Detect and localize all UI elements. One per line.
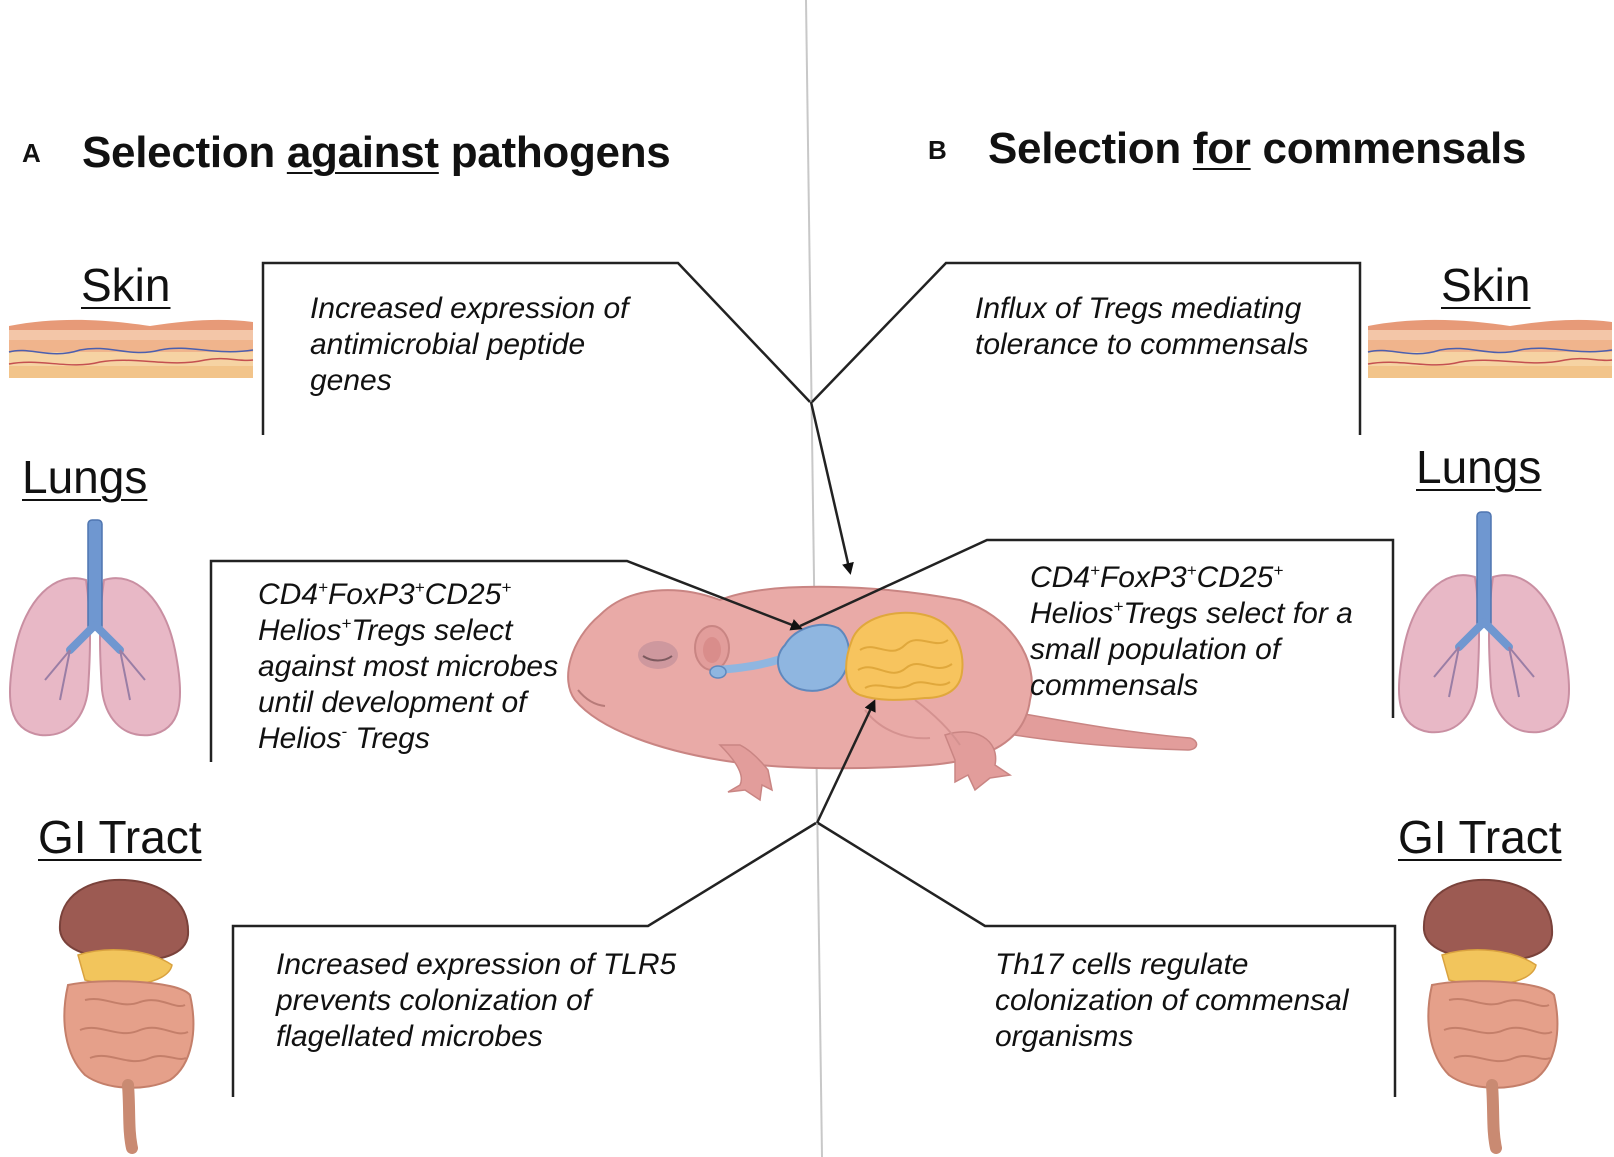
note-superscript: + [318,578,328,597]
skin-illustration-a [8,319,254,378]
panel-a-gi-note: Increased expression of TLR5 prevents co… [276,948,677,1053]
skin-illustration-b [1367,319,1613,378]
stomach-illustration [709,623,851,692]
panel-b-lungs-note: CD4+FoxP3+CD25+ Helios+Tregs select for … [1030,560,1395,704]
note-text: Tregs select against most microbes until… [258,614,559,755]
connector-b-skin [811,261,1362,435]
intestine-illustration [845,611,964,701]
center-divider [805,0,823,1157]
panel-b-gi-label: GI Tract [1398,811,1562,863]
panel-a-gi-label: GI Tract [38,811,202,863]
panel-a-letter: A [22,138,41,168]
gi-tract-illustration-a [58,878,195,1154]
panel-b-letter: B [928,135,947,165]
note-text: CD4 [1030,561,1091,594]
note-superscript: - [341,722,348,741]
panel-a-heading-post: pathogens [438,128,671,177]
note-superscript: + [414,578,425,597]
connector-b-lungs [799,538,1395,718]
note-text: Helios [258,614,342,647]
panel-a-lungs-label: Lungs [22,451,148,503]
panel-b-heading-pre: Selection [988,124,1193,173]
connectors [209,261,1397,1097]
panel-b-skin-note: Influx of Tregs mediating tolerance to c… [975,292,1309,361]
note-text: Tregs select for a small population of c… [1030,597,1353,702]
panel-b-heading-emph: for [1192,124,1251,173]
note-text: FoxP3 [1099,561,1187,594]
panel-b-heading-post: commensals [1250,124,1527,173]
note-superscript: + [1273,561,1284,580]
connector-a-lungs [209,559,803,762]
note-superscript: + [341,614,352,633]
panel-a-skin-note: Increased expression of antimicrobial pe… [310,292,629,397]
note-superscript: + [501,578,512,597]
panel-b-heading: Selection for commensals [988,124,1526,174]
panel-b-lungs-label: Lungs [1416,441,1542,493]
note-text: CD25 [424,578,502,611]
panel-a-heading: Selection against pathogens [82,128,671,178]
arrow-to-mouse [809,401,854,575]
panel-a-heading-pre: Selection [82,128,287,177]
lungs-illustration-a [9,519,181,737]
arrow-to-intestine [815,699,876,824]
panel-b-gi-note: Th17 cells regulate colonization of comm… [995,948,1349,1053]
panel-a-lungs-note: CD4+FoxP3+CD25+ Helios+Tregs select agai… [258,577,593,757]
note-text: CD25 [1196,561,1274,594]
panel-a-heading-emph: against [286,128,439,177]
note-text: Tregs [347,722,430,755]
connector-a-gi [231,821,817,1097]
note-superscript: + [1113,597,1124,616]
connector-b-gi [817,821,1397,1097]
panel-a-skin-label: Skin [81,259,171,311]
note-text: FoxP3 [327,578,415,611]
panel-b-skin-label: Skin [1441,259,1531,311]
note-superscript: + [1090,561,1100,580]
gi-tract-illustration-b [1422,878,1559,1154]
note-text: CD4 [258,578,319,611]
note-superscript: + [1186,561,1197,580]
note-text: Helios [1030,597,1114,630]
lungs-illustration-b [1398,511,1570,734]
connector-a-skin [261,261,811,435]
